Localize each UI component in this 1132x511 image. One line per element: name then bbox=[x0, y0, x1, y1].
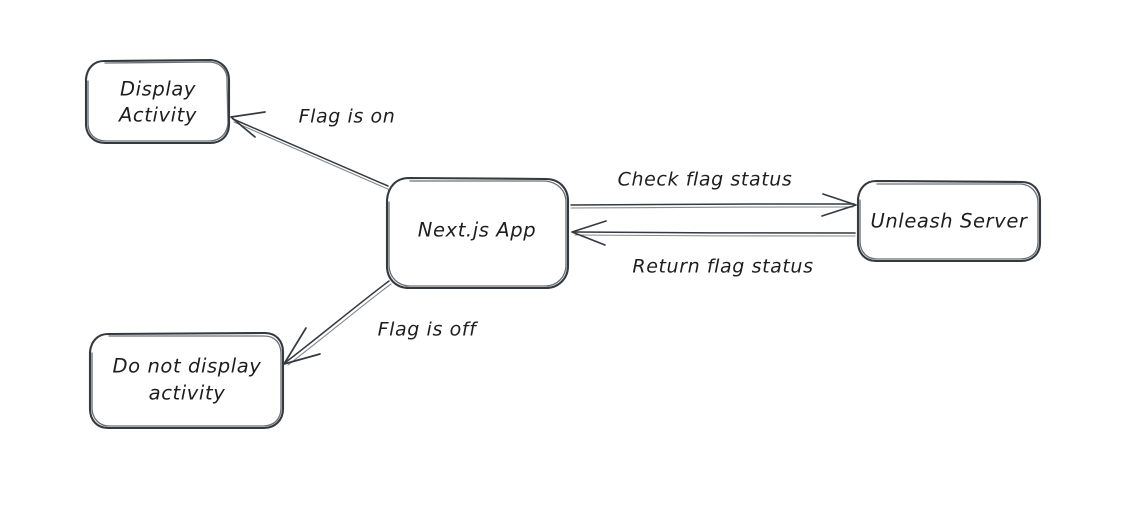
node-display-activity-label-line1: Display bbox=[120, 78, 196, 101]
node-do-not-display-activity-box-sketch bbox=[91, 335, 282, 427]
node-nextjs-app-label: Next.js App bbox=[418, 219, 536, 242]
node-do-not-display-activity-label-line1: Do not display bbox=[113, 355, 262, 378]
edge-check-flag-status[interactable]: Check flag status bbox=[570, 169, 857, 217]
node-nextjs-app-box bbox=[385, 176, 570, 290]
node-unleash-server-box bbox=[856, 179, 1042, 263]
edge-return-flag-status[interactable]: Return flag status bbox=[571, 220, 856, 278]
edge-return-flag-status-stroke bbox=[573, 231, 856, 234]
node-unleash-server-label: Unleash Server bbox=[870, 210, 1028, 233]
node-display-activity[interactable]: Display Activity bbox=[84, 58, 231, 145]
edge-flag-is-on[interactable]: Flag is on bbox=[230, 106, 396, 191]
edge-flag-is-off[interactable]: Flag is off bbox=[283, 280, 479, 366]
edge-label-flag-is-off: Flag is off bbox=[378, 319, 479, 341]
edge-flag-is-on-arrowhead bbox=[230, 111, 266, 138]
node-do-not-display-activity[interactable]: Do not display activity bbox=[88, 331, 285, 430]
edge-label-return-flag-status: Return flag status bbox=[632, 256, 813, 278]
edge-check-flag-status-arrowhead bbox=[821, 193, 857, 217]
edge-check-flag-status-stroke-secondary bbox=[570, 206, 854, 209]
edge-flag-is-on-stroke bbox=[232, 118, 389, 187]
edge-label-check-flag-status: Check flag status bbox=[618, 169, 793, 191]
edge-check-flag-status-stroke bbox=[570, 203, 855, 206]
node-do-not-display-activity-label-line2: activity bbox=[149, 382, 226, 405]
edge-flag-is-on-stroke-secondary bbox=[233, 121, 391, 191]
edge-return-flag-status-arrowhead bbox=[571, 220, 607, 246]
edge-return-flag-status-stroke-secondary bbox=[574, 234, 856, 237]
node-display-activity-label-line2: Activity bbox=[117, 104, 197, 127]
edge-flag-is-off-stroke bbox=[285, 280, 390, 363]
node-unleash-server[interactable]: Unleash Server bbox=[856, 179, 1042, 263]
node-unleash-server-box-sketch bbox=[859, 183, 1039, 260]
edge-flag-is-off-stroke-secondary bbox=[287, 283, 392, 366]
node-nextjs-app-box-sketch bbox=[388, 180, 567, 287]
node-display-activity-box bbox=[84, 58, 231, 145]
edge-label-flag-is-on: Flag is on bbox=[299, 106, 396, 128]
node-do-not-display-activity-box bbox=[88, 331, 285, 430]
node-display-activity-box-sketch bbox=[87, 61, 229, 142]
node-nextjs-app[interactable]: Next.js App bbox=[385, 176, 570, 290]
